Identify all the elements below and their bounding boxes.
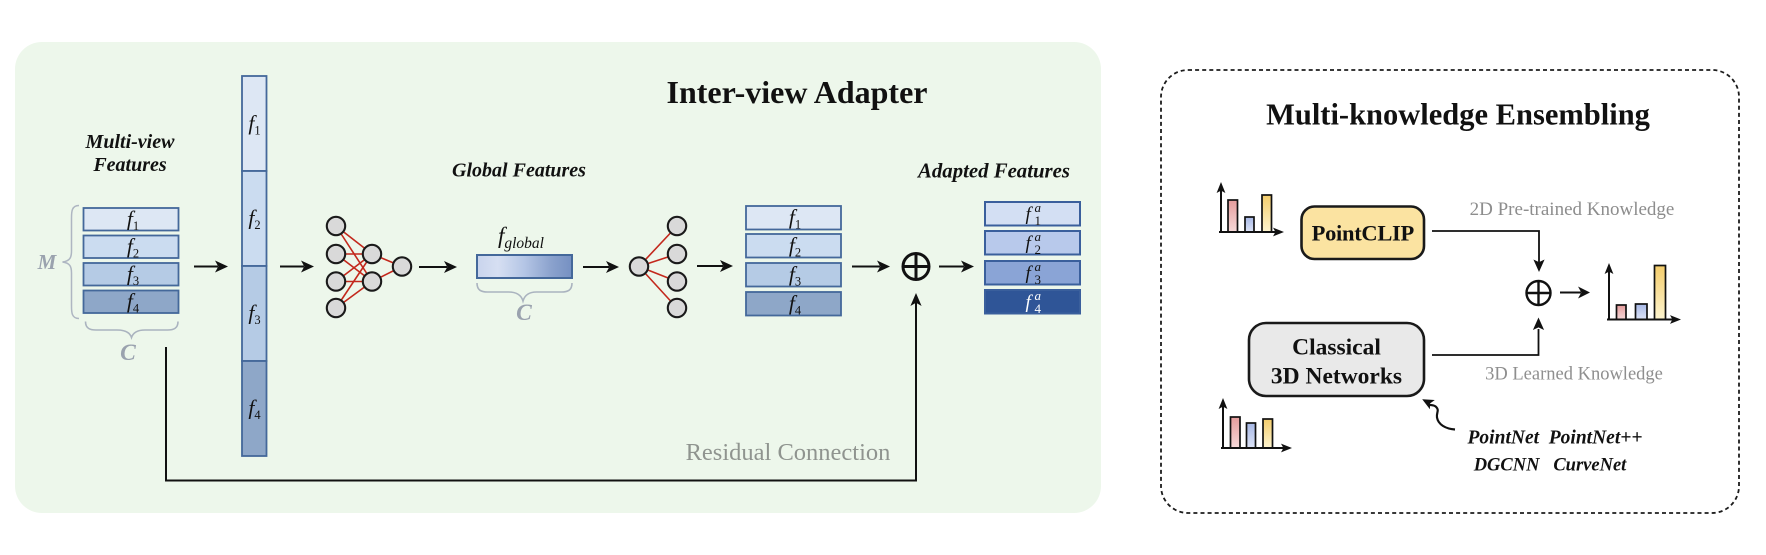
svg-text:a: a (1035, 288, 1042, 303)
svg-text:f4: f4 (789, 291, 802, 318)
svg-text:f1: f1 (127, 207, 139, 234)
svg-text:f4: f4 (248, 396, 261, 423)
svg-text:f2: f2 (248, 206, 260, 233)
svg-text:a: a (1035, 200, 1042, 215)
svg-text:3: 3 (1035, 272, 1042, 287)
svg-text:f3: f3 (127, 262, 139, 289)
svg-text:fglobal: fglobal (498, 223, 544, 252)
svg-text:Adapted Features: Adapted Features (916, 160, 1070, 183)
svg-text:3D Networks: 3D Networks (1271, 364, 1402, 390)
svg-text:PointCLIP: PointCLIP (1312, 221, 1415, 246)
svg-text:a: a (1035, 229, 1042, 244)
svg-text:f2: f2 (789, 233, 801, 260)
svg-text:Multi-knowledge Ensembling: Multi-knowledge Ensembling (1266, 98, 1650, 132)
svg-text:Multi-view: Multi-view (85, 131, 176, 153)
svg-text:f: f (1026, 292, 1034, 313)
svg-text:f1: f1 (789, 205, 801, 232)
svg-text:PointNet PointNet++: PointNet PointNet++ (1467, 428, 1643, 449)
svg-text:C: C (120, 340, 136, 366)
svg-text:f: f (1026, 204, 1034, 225)
svg-text:Inter-view Adapter: Inter-view Adapter (667, 74, 928, 110)
svg-text:2: 2 (1035, 242, 1042, 257)
svg-text:Classical: Classical (1292, 335, 1381, 361)
svg-text:4: 4 (1035, 301, 1042, 316)
svg-text:f3: f3 (789, 262, 801, 289)
svg-text:M: M (37, 250, 58, 274)
svg-text:a: a (1035, 259, 1042, 274)
svg-text:3D Learned Knowledge: 3D Learned Knowledge (1485, 365, 1663, 385)
svg-text:f: f (1026, 233, 1034, 254)
svg-text:f: f (1026, 263, 1034, 284)
svg-text:Residual Connection: Residual Connection (686, 439, 891, 466)
svg-text:C: C (516, 300, 532, 326)
svg-text:DGCNN CurveNet: DGCNN CurveNet (1473, 456, 1627, 476)
svg-text:1: 1 (1035, 213, 1042, 228)
svg-text:2D Pre-trained Knowledge: 2D Pre-trained Knowledge (1470, 199, 1675, 220)
svg-text:f3: f3 (248, 301, 260, 328)
svg-text:f2: f2 (127, 234, 139, 261)
svg-text:f1: f1 (248, 111, 260, 138)
svg-text:f4: f4 (127, 289, 140, 316)
svg-text:Features: Features (92, 154, 167, 176)
svg-text:Global Features: Global Features (452, 160, 586, 182)
